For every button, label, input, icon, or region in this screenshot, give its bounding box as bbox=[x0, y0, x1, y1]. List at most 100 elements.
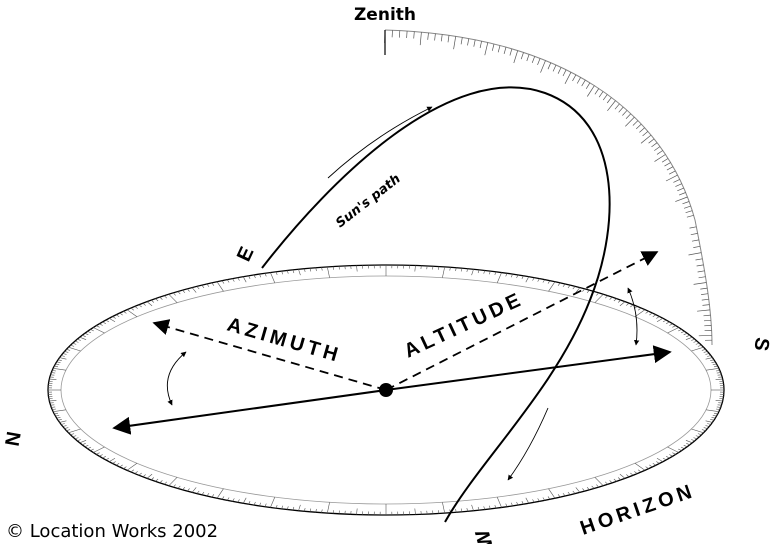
altitude-tick bbox=[461, 37, 462, 44]
horizon-tick bbox=[684, 333, 688, 334]
horizon-tick bbox=[187, 289, 189, 292]
horizon-tick bbox=[549, 282, 556, 292]
altitude-tick bbox=[636, 124, 641, 129]
altitude-tick bbox=[669, 171, 675, 174]
horizon-tick bbox=[548, 496, 550, 499]
horizon-tick bbox=[169, 477, 177, 486]
horizon-tick bbox=[686, 337, 692, 340]
horizon-tick bbox=[73, 436, 77, 437]
altitude-tick bbox=[587, 86, 594, 97]
horizon-tick bbox=[173, 485, 175, 488]
horizon-tick bbox=[82, 443, 86, 445]
horizon-tick bbox=[73, 343, 77, 344]
horizon-tick bbox=[568, 285, 570, 288]
altitude-tick bbox=[435, 34, 436, 41]
horizon-tick bbox=[53, 368, 66, 370]
horizon-tick bbox=[123, 467, 126, 469]
altitude-angle-arc bbox=[628, 288, 637, 345]
horizon-tick bbox=[653, 315, 656, 317]
horizon-tick bbox=[694, 438, 698, 439]
horizon-tick bbox=[93, 447, 104, 453]
north-arrow bbox=[114, 390, 386, 428]
horizon-tick bbox=[77, 440, 81, 441]
horizon-tick bbox=[57, 362, 61, 363]
compass-north-label: N bbox=[2, 426, 27, 448]
horizon-tick bbox=[712, 362, 716, 363]
horizon-tick bbox=[160, 297, 163, 300]
altitude-label: ALTITUDE bbox=[401, 288, 528, 363]
altitude-tick bbox=[615, 104, 620, 109]
horizon-tick bbox=[68, 429, 80, 433]
horizon-tick bbox=[120, 313, 123, 315]
horizon-tick bbox=[672, 326, 675, 328]
horizon-tick bbox=[442, 502, 444, 513]
horizon-tick bbox=[653, 463, 656, 465]
altitude-tick bbox=[697, 265, 704, 266]
horizon-tick bbox=[123, 311, 126, 313]
horizon-label: HORIZON bbox=[577, 480, 698, 540]
horizon-tick bbox=[217, 282, 224, 292]
horizon-tick bbox=[197, 286, 199, 289]
south-arrow bbox=[386, 352, 670, 390]
altitude-tick bbox=[448, 35, 449, 42]
horizon-tick bbox=[691, 429, 703, 433]
horizon-tick bbox=[716, 379, 723, 380]
altitude-tick bbox=[573, 75, 576, 81]
altitude-tick bbox=[684, 206, 691, 208]
horizon-tick bbox=[620, 474, 625, 478]
horizon-tick bbox=[706, 410, 719, 412]
horizon-tick bbox=[243, 498, 246, 504]
horizon-tick bbox=[442, 267, 444, 278]
altitude-tick bbox=[521, 53, 523, 60]
horizon-tick bbox=[526, 498, 529, 504]
horizon-tick bbox=[85, 445, 89, 446]
horizon-tick bbox=[614, 479, 617, 481]
compass-west-label: W bbox=[471, 524, 498, 544]
altitude-scale-ticks bbox=[385, 30, 712, 345]
horizon-tick bbox=[649, 313, 652, 315]
horizon-tick bbox=[192, 288, 196, 293]
horizon-tick bbox=[160, 480, 163, 483]
horizon-tick bbox=[706, 426, 710, 427]
horizon-tick bbox=[147, 474, 152, 478]
altitude-tick bbox=[700, 288, 707, 289]
horizon-tick bbox=[222, 496, 224, 499]
horizon-tick bbox=[415, 266, 416, 272]
horizon-tick bbox=[678, 329, 681, 331]
altitude-tick bbox=[577, 77, 580, 83]
horizon-tick bbox=[686, 443, 690, 445]
azimuth-label: AZIMUTH bbox=[225, 314, 344, 368]
horizon-tick bbox=[156, 479, 159, 481]
altitude-tick bbox=[633, 121, 638, 126]
horizon-tick bbox=[173, 293, 175, 296]
horizon-tick bbox=[716, 400, 723, 401]
horizon-tick bbox=[93, 328, 104, 334]
altitude-tick bbox=[697, 310, 710, 311]
horizon-tick bbox=[192, 487, 196, 492]
horizon-tick bbox=[135, 306, 138, 308]
horizon-tick bbox=[710, 419, 714, 420]
horizon-tick bbox=[113, 317, 116, 319]
horizon-tick bbox=[127, 310, 137, 317]
altitude-tick bbox=[480, 41, 482, 48]
horizon-tick bbox=[634, 471, 637, 473]
altitude-tick bbox=[599, 91, 603, 97]
altitude-tick bbox=[474, 40, 475, 47]
horizon-tick bbox=[60, 358, 67, 360]
horizon-tick bbox=[635, 310, 645, 317]
horizon-tick bbox=[596, 485, 598, 488]
horizon-tick bbox=[669, 324, 672, 326]
altitude-tick bbox=[675, 184, 681, 187]
altitude-tick bbox=[701, 294, 708, 295]
horizon-tick bbox=[686, 335, 690, 337]
horizon-tick bbox=[646, 311, 649, 313]
horizon-tick bbox=[707, 424, 711, 425]
horizon-tick bbox=[207, 284, 209, 287]
horizon-tick bbox=[178, 292, 180, 295]
horizon-tick bbox=[548, 281, 550, 284]
horizon-tick bbox=[54, 366, 58, 367]
horizon-tick bbox=[681, 447, 684, 449]
horizon-tick bbox=[178, 486, 180, 489]
